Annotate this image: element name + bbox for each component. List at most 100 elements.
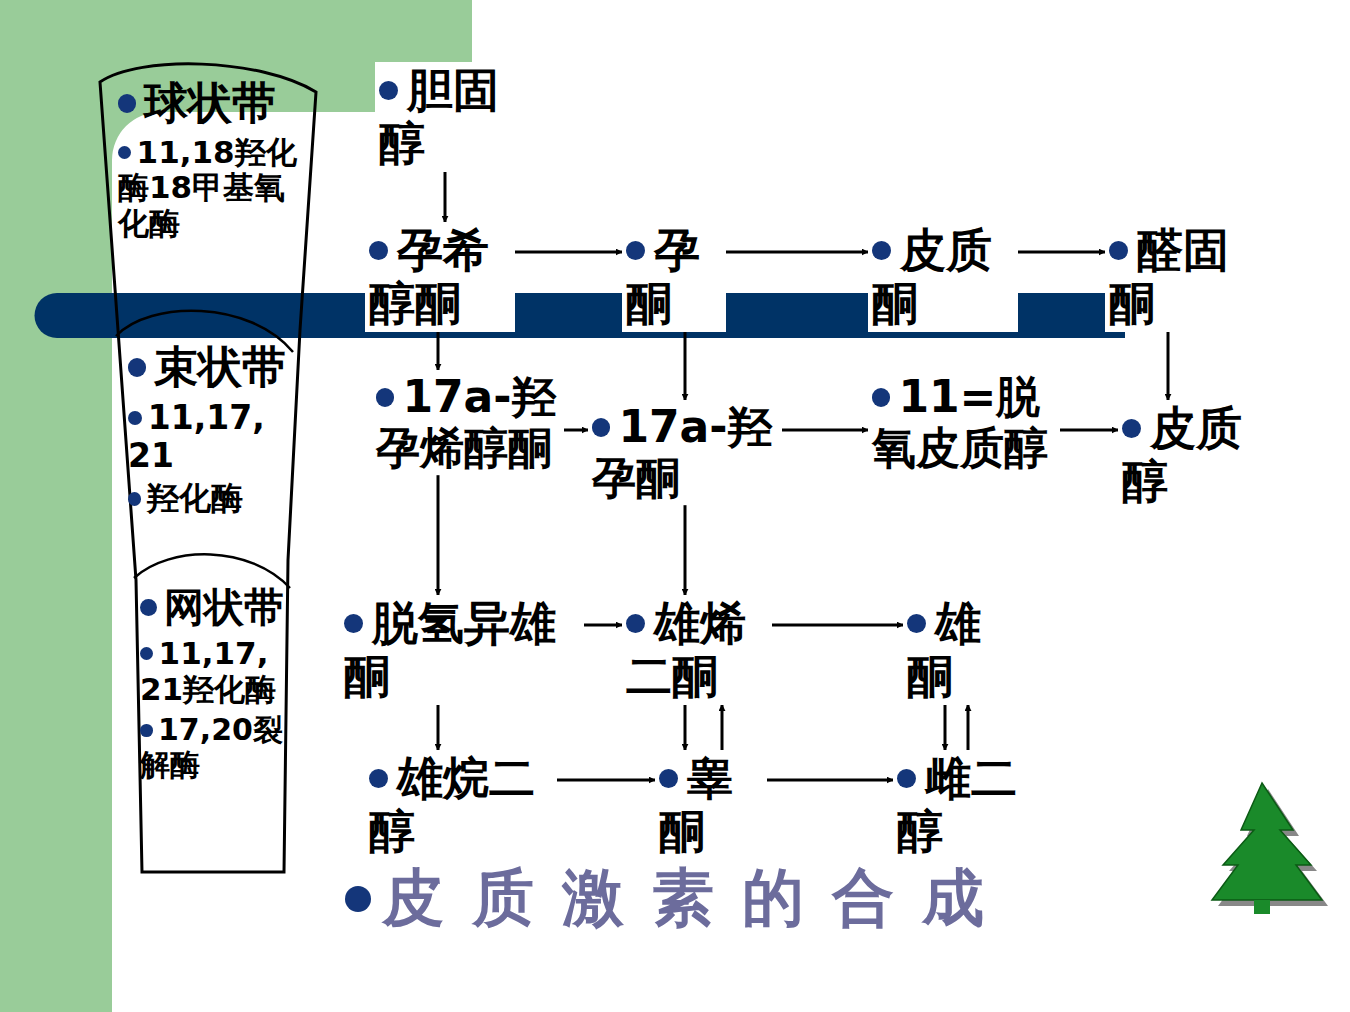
label-text: 网状带 <box>164 584 284 630</box>
reaction-arrow <box>437 705 440 750</box>
zone-band: 球状带 11,18羟化酶18甲基氧化酶 <box>114 76 310 244</box>
node-heading: 17a-羟孕酮 <box>592 402 778 503</box>
compound-box: 雄酮 <box>903 595 1015 705</box>
reaction-arrow <box>557 779 655 782</box>
label-text: 醛固酮 <box>1109 223 1229 330</box>
node-heading: 脱氢异雄酮 <box>344 597 580 703</box>
label-text: 17a-羟孕烯醇酮 <box>376 371 556 473</box>
label-text: 孕酮 <box>626 223 700 330</box>
label-text: 雄酮 <box>907 596 981 703</box>
node-heading: 17a-羟孕烯醇酮 <box>376 372 560 473</box>
bullet-dot <box>592 418 610 436</box>
label-text: 球状带 <box>144 77 276 128</box>
node-note: 羟化酶 <box>128 480 288 517</box>
label-text: 11=脱氧皮质醇 <box>872 371 1048 473</box>
compound-box: 雄烯二酮 <box>622 595 772 705</box>
bullet-dot <box>369 769 388 788</box>
compound-box: 雌二醇 <box>893 750 1047 860</box>
reaction-arrow <box>515 251 622 254</box>
label-text: 11,17, 21 <box>128 398 265 475</box>
node-heading: 皮质醇 <box>1122 402 1264 508</box>
bullet-dot <box>907 614 926 633</box>
compound-box: 17a-羟孕烯醇酮 <box>372 370 564 475</box>
label-text: 11,18羟化酶18甲基氧化酶 <box>118 134 297 241</box>
label-text: 雄烯二酮 <box>626 596 746 703</box>
node-heading: 胆固醇 <box>379 64 521 170</box>
node-heading: 皮质酮 <box>872 224 1014 330</box>
bullet-dot <box>118 94 136 112</box>
bullet-dot <box>140 647 153 660</box>
bullet-dot <box>1109 241 1128 260</box>
bullet-dot <box>140 599 157 616</box>
reaction-arrow <box>437 475 440 595</box>
node-heading: 球状带 <box>118 78 306 129</box>
node-note: 17,20裂解酶 <box>140 713 286 782</box>
compound-box: 11=脱氧皮质醇 <box>868 370 1060 475</box>
bullet-dot <box>872 388 890 406</box>
label-text: 脱氢异雄酮 <box>344 596 556 703</box>
bullet-dot <box>626 241 645 260</box>
compound-box: 脱氢异雄酮 <box>340 595 584 705</box>
reaction-arrow <box>782 429 868 432</box>
bullet-dot <box>140 724 153 737</box>
label-text: 束状带 <box>154 341 286 392</box>
label-text: 皮质醇 <box>1122 401 1242 508</box>
bullet-dot <box>128 492 141 505</box>
bullet-dot <box>659 769 678 788</box>
reaction-arrow <box>1167 332 1170 400</box>
node-heading: 雄烯二酮 <box>626 597 768 703</box>
zone-band: 束状带 11,17, 21 羟化酶 <box>124 340 292 519</box>
reaction-arrow <box>944 705 947 750</box>
reaction-arrow <box>684 705 687 750</box>
node-note: 11,18羟化酶18甲基氧化酶 <box>118 135 306 242</box>
reaction-arrow <box>726 251 868 254</box>
label-text: 11,17, 21羟化酶 <box>140 635 276 707</box>
bullet-dot <box>128 358 146 376</box>
bullet-dot <box>872 241 891 260</box>
label-text: 雄烷二醇 <box>369 751 535 858</box>
bullet-dot <box>379 81 398 100</box>
reaction-arrow <box>684 505 687 595</box>
label-text: 羟化酶 <box>147 479 243 517</box>
label-text: 睾酮 <box>659 751 733 858</box>
node-heading: 雌二醇 <box>897 752 1043 858</box>
reaction-arrow <box>767 779 893 782</box>
bullet-dot <box>118 146 131 159</box>
reaction-arrow <box>967 705 970 750</box>
bullet-dot <box>128 411 142 425</box>
tree-icon <box>1212 783 1328 914</box>
bullet-dot <box>369 241 388 260</box>
compound-box: 雄烷二醇 <box>365 750 557 860</box>
node-heading: 11=脱氧皮质醇 <box>872 372 1056 473</box>
compound-box: 17a-羟孕酮 <box>588 400 782 505</box>
node-heading: 睾酮 <box>659 752 763 858</box>
node-heading: 雄酮 <box>907 597 1011 703</box>
label-text: 孕希醇酮 <box>369 223 489 330</box>
caption-text: 皮质激素的合成 <box>382 861 1011 934</box>
zone-band: 网状带 11,17, 21羟化酶17,20裂解酶 <box>136 582 290 784</box>
compound-box: 孕希醇酮 <box>365 222 515 332</box>
compound-box: 胆固醇 <box>375 62 525 172</box>
green-strip <box>0 0 112 1012</box>
caption: 皮质激素的合成 <box>345 856 1012 940</box>
label-text: 雌二醇 <box>897 751 1017 858</box>
node-heading: 醛固酮 <box>1109 224 1251 330</box>
bullet-dot <box>344 614 363 633</box>
compound-box: 皮质酮 <box>868 222 1018 332</box>
node-heading: 孕酮 <box>626 224 722 330</box>
reaction-arrow <box>1018 251 1105 254</box>
label-text: 皮质酮 <box>872 223 992 330</box>
compound-box: 睾酮 <box>655 750 767 860</box>
compound-box: 孕酮 <box>622 222 726 332</box>
cortex-outline <box>100 64 316 872</box>
node-heading: 雄烷二醇 <box>369 752 553 858</box>
node-note: 11,17, 21羟化酶 <box>140 636 286 707</box>
reaction-arrow <box>684 332 687 400</box>
bullet-dot <box>897 769 916 788</box>
node-heading: 网状带 <box>140 584 286 630</box>
node-note: 11,17, 21 <box>128 399 288 475</box>
label-text: 胆固醇 <box>379 63 499 170</box>
node-heading: 束状带 <box>128 342 288 393</box>
bullet-dot <box>1122 419 1141 438</box>
reaction-arrow <box>444 172 447 222</box>
